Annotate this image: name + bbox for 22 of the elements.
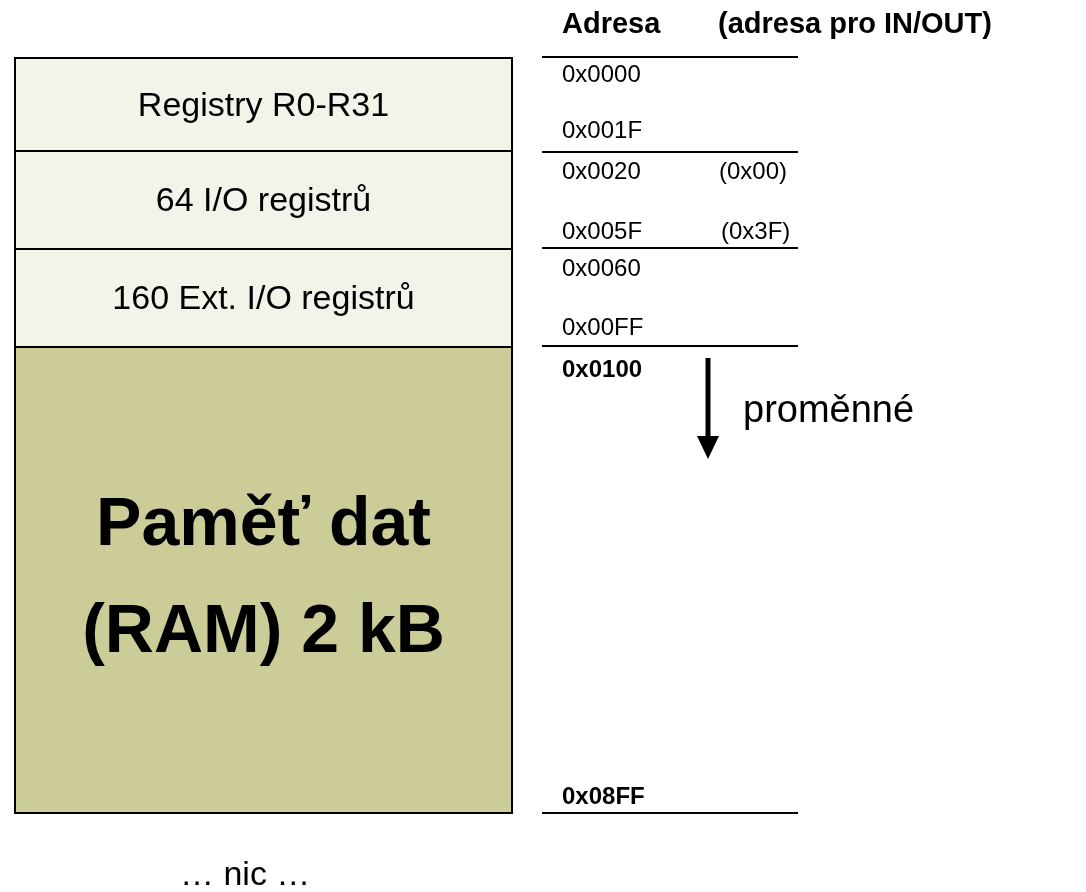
- address-label: 0x00FF: [562, 314, 644, 341]
- address-label: 0x001F: [562, 117, 643, 144]
- io-address-label: (0x00): [719, 158, 788, 185]
- address-label: 0x08FF: [562, 783, 645, 810]
- column-heading: (adresa pro IN/OUT): [718, 8, 992, 40]
- note-text: … nic …: [180, 855, 311, 892]
- column-heading: Adresa: [562, 8, 661, 40]
- address-label: 0x0000: [562, 61, 641, 88]
- memory-region-box: [14, 248, 513, 348]
- region-note: proměnné: [743, 389, 915, 431]
- io-address-label: (0x3F): [721, 218, 791, 245]
- region-label: Registry R0-R31: [136, 84, 391, 125]
- region-label: 160 Ext. I/O registrů: [111, 278, 416, 318]
- address-label: 0x005F: [562, 218, 643, 245]
- address-label: 0x0100: [562, 356, 643, 383]
- memory-region-box: [14, 57, 513, 152]
- memory-region-box: [14, 150, 513, 250]
- memory-region-box: [14, 346, 513, 814]
- region-label: Paměť dat (RAM) 2 kB: [81, 481, 446, 668]
- address-label: 0x0060: [562, 255, 641, 282]
- region-label: 64 I/O registrů: [154, 180, 373, 220]
- address-label: 0x0020: [562, 158, 641, 185]
